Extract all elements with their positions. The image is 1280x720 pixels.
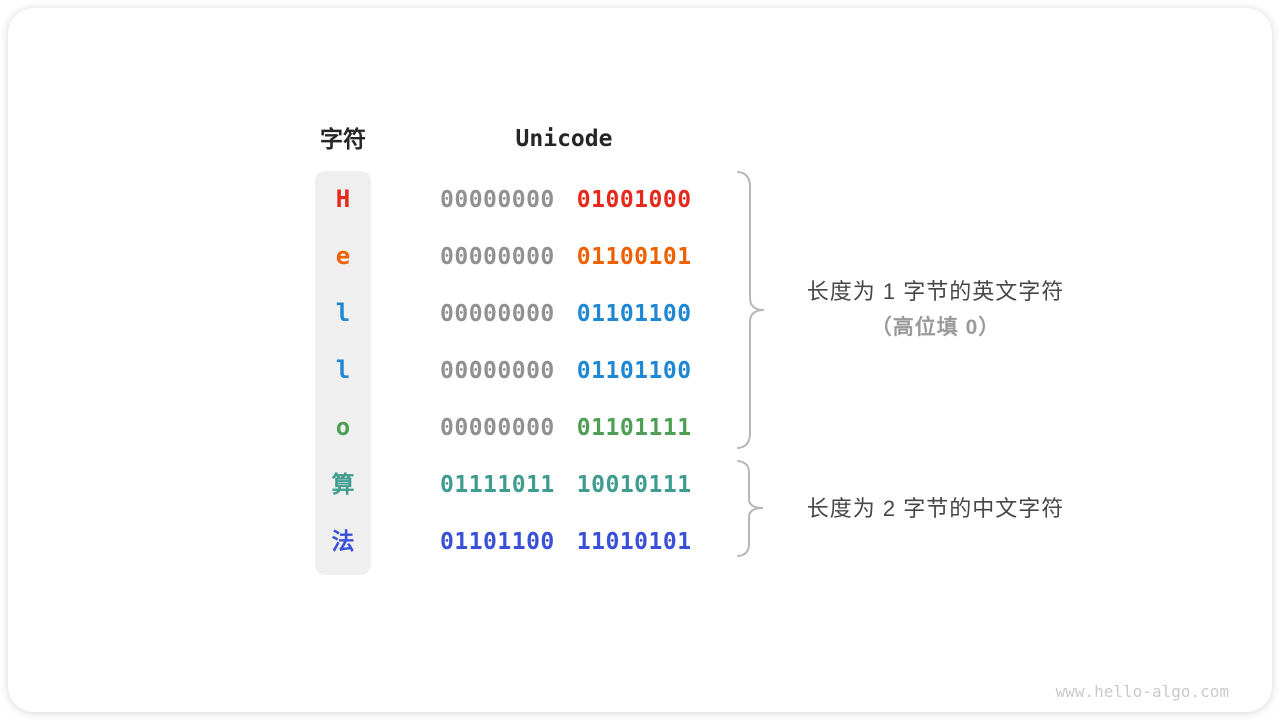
- unicode-bytes: 01101100 11010101: [440, 513, 692, 570]
- annotation-english-line2: （高位填 0）: [870, 316, 1001, 339]
- figure-card: 字符 Unicode H 00000000 01001000 e 00000000 011…: [8, 8, 1272, 712]
- byte-value: 10010111: [576, 471, 692, 498]
- unicode-bytes: 00000000 01101100: [440, 342, 692, 399]
- watermark-url: www.hello-algo.com: [1055, 682, 1229, 701]
- byte-value: 00000000: [440, 243, 555, 270]
- character-cell: 算: [331, 471, 355, 497]
- brace-chinese-group: [737, 460, 764, 557]
- byte-value: 11010101: [576, 528, 692, 555]
- table-row: l 00000000 01101100: [8, 342, 1280, 399]
- annotation-chinese-line1: 长度为 2 字节的中文字符: [806, 496, 1065, 521]
- character-cell: l: [335, 356, 351, 384]
- character-cell: o: [335, 413, 351, 441]
- byte-value: 01001000: [576, 186, 692, 213]
- character-cell: 法: [331, 528, 355, 554]
- table-row: 法 01101100 11010101: [8, 513, 1280, 570]
- byte-value: 01101100: [576, 300, 692, 327]
- unicode-bytes: 00000000 01001000: [440, 171, 692, 228]
- encoding-table: H 00000000 01001000 e 00000000 01100101 l 00000…: [8, 171, 1280, 570]
- annotation-english-line1: 长度为 1 字节的英文字符: [806, 279, 1065, 304]
- unicode-bytes: 00000000 01101111: [440, 399, 692, 456]
- byte-value: 01101100: [440, 528, 555, 555]
- byte-value: 01111011: [440, 471, 555, 498]
- byte-value: 01100101: [576, 243, 692, 270]
- byte-value: 00000000: [440, 357, 555, 384]
- character-cell: e: [335, 242, 351, 270]
- unicode-bytes: 00000000 01101100: [440, 285, 692, 342]
- annotation-english-chars: 长度为 1 字节的英文字符 （高位填 0）: [773, 278, 1098, 341]
- table-row: l 00000000 01101100: [8, 285, 1280, 342]
- column-header-unicode: Unicode: [515, 126, 613, 152]
- table-row: 算 01111011 10010111: [8, 456, 1280, 513]
- character-cell: H: [335, 185, 351, 213]
- byte-value: 00000000: [440, 186, 555, 213]
- byte-value: 00000000: [440, 300, 555, 327]
- brace-english-group: [737, 171, 765, 449]
- table-row: H 00000000 01001000: [8, 171, 1280, 228]
- byte-value: 00000000: [440, 414, 555, 441]
- unicode-bytes: 00000000 01100101: [440, 228, 692, 285]
- character-cell: l: [335, 299, 351, 327]
- table-row: o 00000000 01101111: [8, 399, 1280, 456]
- character-column-background: [315, 171, 371, 575]
- table-row: e 00000000 01100101: [8, 228, 1280, 285]
- column-header-character: 字符: [320, 126, 366, 152]
- byte-value: 01101111: [576, 414, 692, 441]
- annotation-chinese-chars: 长度为 2 字节的中文字符: [773, 495, 1098, 523]
- byte-value: 01101100: [576, 357, 692, 384]
- unicode-bytes: 01111011 10010111: [440, 456, 692, 513]
